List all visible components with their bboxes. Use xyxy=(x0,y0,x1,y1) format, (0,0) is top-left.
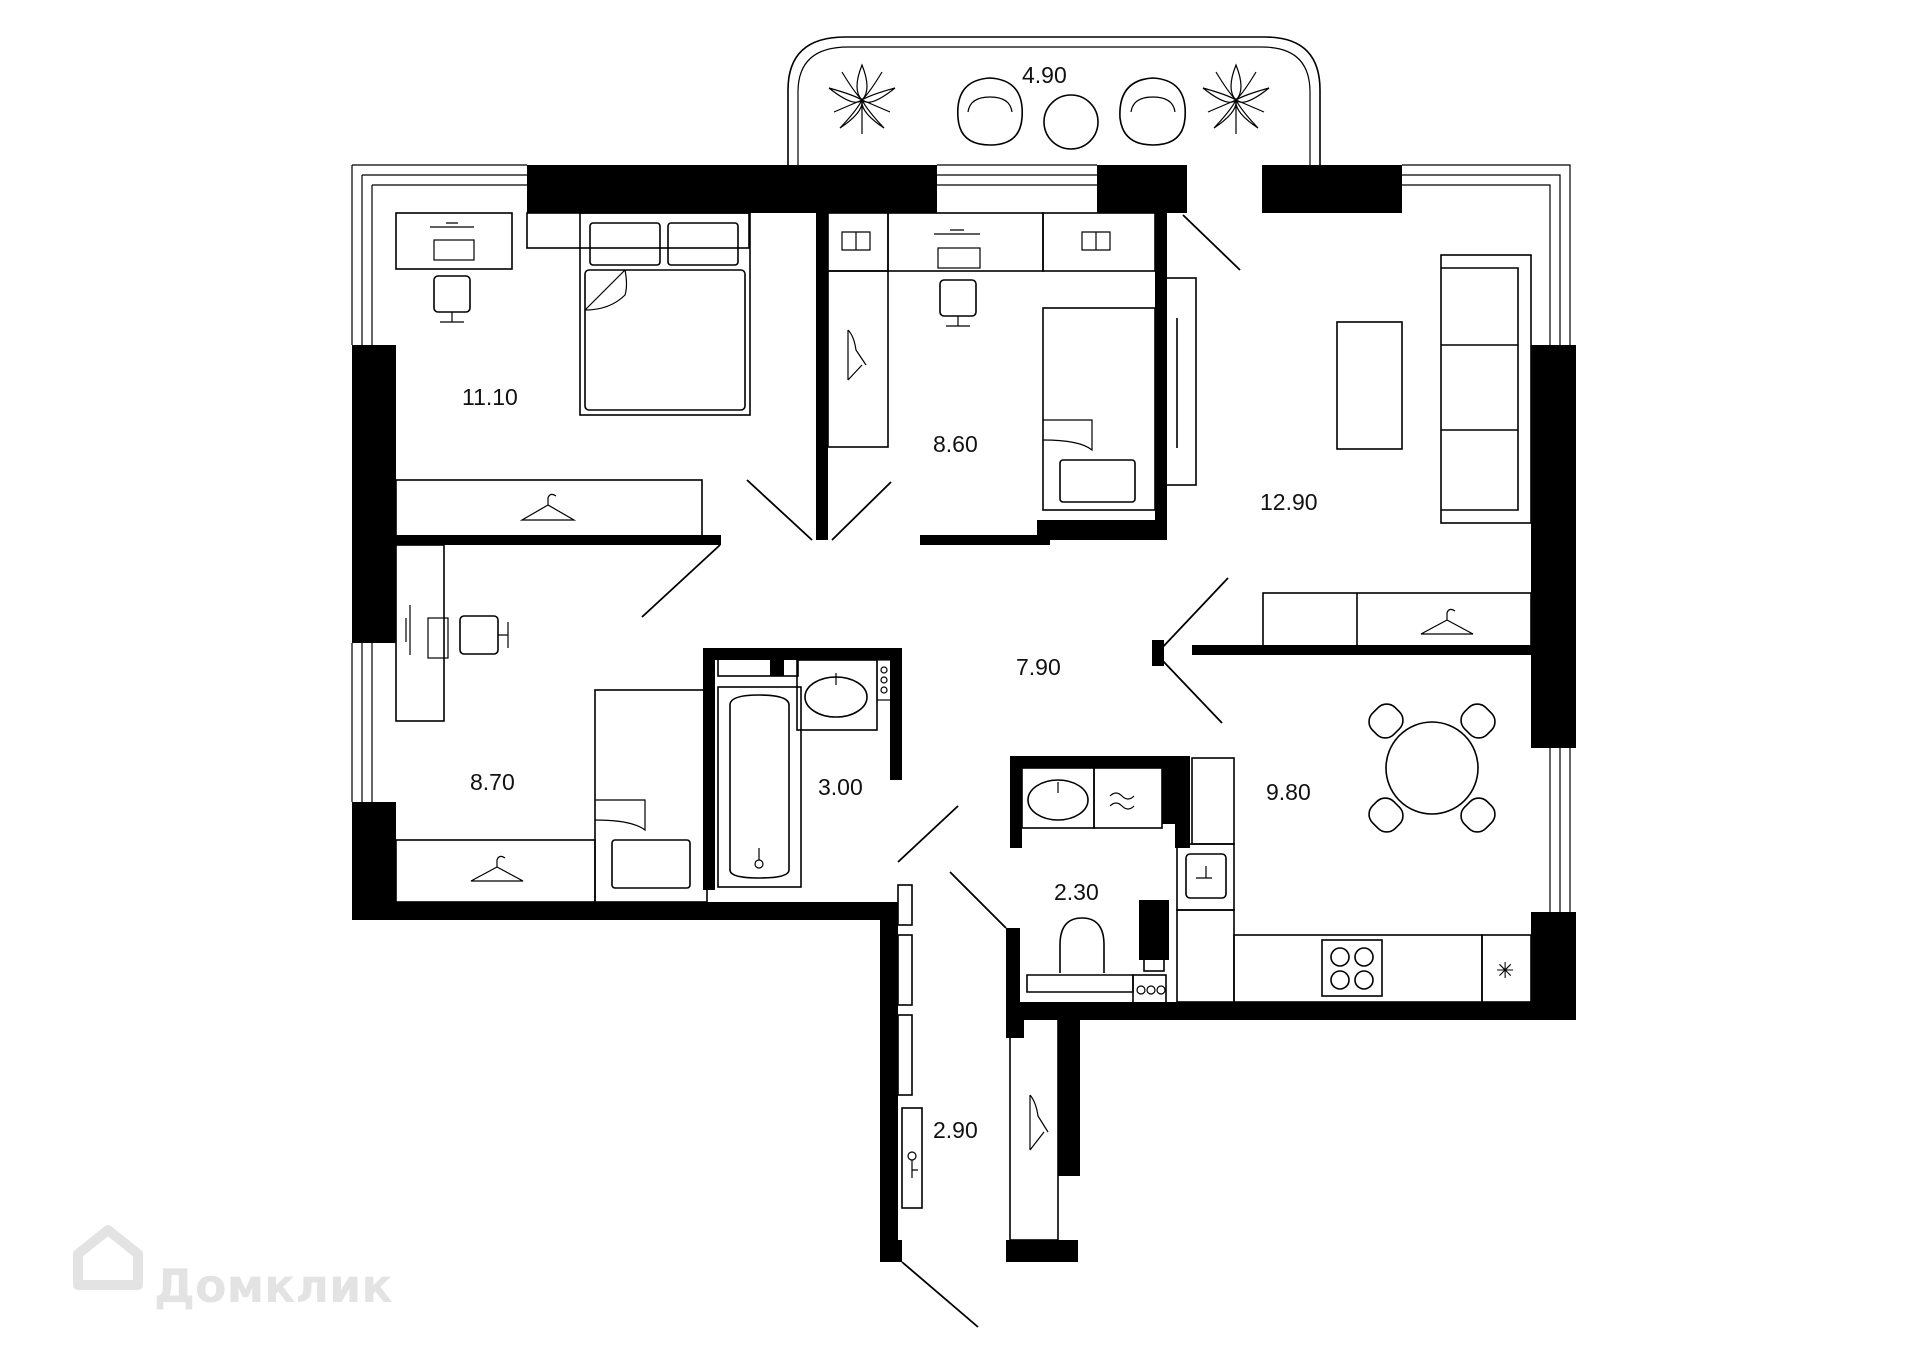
washing-machine-icon xyxy=(876,659,892,701)
hall: 7.90 xyxy=(1016,654,1061,680)
chair-icon xyxy=(1368,703,1404,739)
entrance: 2.90 xyxy=(897,884,1059,1241)
room-area-label: 2.90 xyxy=(933,1117,978,1143)
living-room: 12.90 xyxy=(1260,254,1532,649)
chair-icon xyxy=(459,615,509,655)
room-area-label: 4.90 xyxy=(1022,62,1067,88)
bedroom-small: 8.70 xyxy=(395,544,708,903)
key-icon xyxy=(901,1107,923,1209)
coffee-table-icon xyxy=(1043,94,1099,150)
walls xyxy=(352,165,1576,1262)
wardrobe-icon xyxy=(395,839,596,903)
armchair-icon xyxy=(1119,77,1186,146)
wardrobe-icon xyxy=(827,270,889,448)
desk-icon xyxy=(887,212,1044,272)
washing-machine-icon xyxy=(1093,767,1163,829)
toilet-icon xyxy=(1026,917,1134,993)
windows xyxy=(351,164,1571,912)
hanger-icon xyxy=(1420,608,1474,635)
watermark-text: Домклик xyxy=(154,1259,393,1313)
plant-icon xyxy=(828,63,896,134)
toilet-room: 2.30 xyxy=(1021,767,1175,1004)
desk-icon xyxy=(395,544,445,722)
chair-icon xyxy=(939,279,977,327)
bathroom: 3.00 xyxy=(717,657,892,888)
book-icon xyxy=(1081,231,1111,251)
room-area-label: 8.60 xyxy=(933,431,978,457)
room-area-label: 12.90 xyxy=(1260,489,1318,515)
sink-icon xyxy=(796,659,878,731)
watermark: Домклик xyxy=(73,1225,393,1313)
sofa-icon xyxy=(1440,254,1532,524)
room-area-label: 8.70 xyxy=(470,769,515,795)
bedroom-middle: 8.60 xyxy=(827,212,1197,511)
house-logo-icon xyxy=(73,1225,143,1290)
chair-icon xyxy=(1368,797,1404,833)
sink-icon xyxy=(1176,843,1235,911)
room-area-label: 2.30 xyxy=(1054,879,1099,905)
wardrobe-icon xyxy=(1009,1017,1059,1241)
bathtub-icon xyxy=(717,686,802,888)
bed-icon xyxy=(594,689,708,903)
svg-text:✳: ✳ xyxy=(1496,959,1514,984)
bedroom-main: 11.10 xyxy=(395,212,751,539)
sink-icon xyxy=(1021,767,1095,829)
coffee-table-icon xyxy=(1336,321,1403,450)
bed-icon xyxy=(579,212,751,416)
dining-table-icon xyxy=(1368,703,1496,833)
room-area-label: 11.10 xyxy=(462,384,518,410)
wardrobe-icon xyxy=(1262,592,1532,649)
hanger-icon xyxy=(519,493,577,521)
armchair-icon xyxy=(957,77,1023,146)
room-area-label: 7.90 xyxy=(1016,654,1061,680)
stove-icon xyxy=(1321,939,1383,997)
chair-icon xyxy=(1460,797,1496,833)
bed-icon xyxy=(1042,307,1156,511)
hanger-icon xyxy=(470,855,524,882)
kitchen: ✳ 9.80 xyxy=(1176,703,1532,1003)
plant-icon xyxy=(1202,63,1270,134)
book-icon xyxy=(841,231,871,251)
tv-icon xyxy=(1163,277,1197,486)
room-area-label: 3.00 xyxy=(818,774,863,800)
chair-icon xyxy=(1460,703,1496,739)
balcony xyxy=(787,36,1321,165)
fridge-icon: ✳ xyxy=(1481,934,1532,1003)
doors xyxy=(641,214,1241,1328)
chair-icon xyxy=(433,275,471,323)
room-area-label: 9.80 xyxy=(1266,779,1311,805)
wardrobe-icon xyxy=(395,479,703,539)
desk-icon xyxy=(395,212,513,270)
